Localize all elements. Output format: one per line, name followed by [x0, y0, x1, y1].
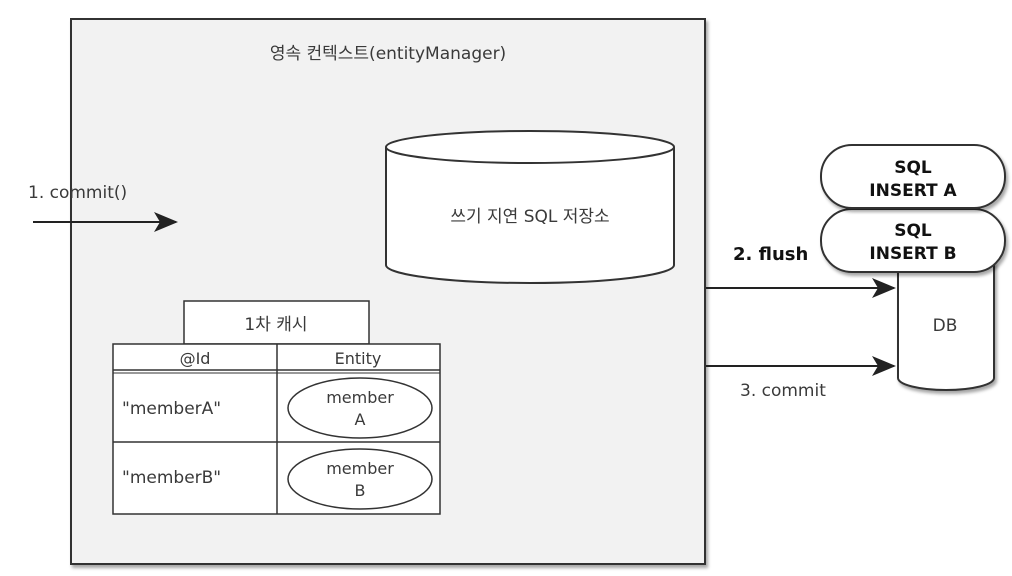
sql-store-label: 쓰기 지연 SQL 저장소 [450, 207, 609, 227]
entity-member-b-line1: member [326, 459, 394, 478]
cache-title: 1차 캐시 [244, 315, 307, 335]
db-cylinder [897, 261, 995, 391]
sql-insert-a-line1: SQL [894, 158, 932, 178]
cache-row-a-id: "memberA" [122, 399, 221, 419]
cache-title-tab [183, 300, 370, 345]
persistence-context-title: 영속 컨텍스트(entityManager) [270, 44, 506, 64]
entity-member-b-oval [287, 448, 433, 510]
entity-member-a-line1: member [326, 388, 394, 407]
sql-insert-a-pill [820, 144, 1006, 209]
cache-row-b-id: "memberB" [122, 468, 221, 488]
commit-out-label: 3. commit [740, 381, 826, 401]
sql-insert-b-line1: SQL [894, 221, 932, 241]
cache-header-entity: Entity [335, 349, 382, 368]
entity-member-a-line2: A [355, 410, 366, 429]
commit-in-label: 1. commit() [28, 183, 127, 203]
sql-insert-a-line2: INSERT A [869, 181, 957, 201]
entity-member-b-line2: B [355, 481, 366, 500]
sql-insert-b-line2: INSERT B [869, 244, 956, 264]
sql-store-cylinder [385, 130, 675, 284]
flush-label: 2. flush [733, 244, 808, 265]
cache-header-id: @Id [180, 349, 211, 368]
db-label: DB [933, 316, 958, 336]
entity-member-a-oval [287, 377, 433, 439]
